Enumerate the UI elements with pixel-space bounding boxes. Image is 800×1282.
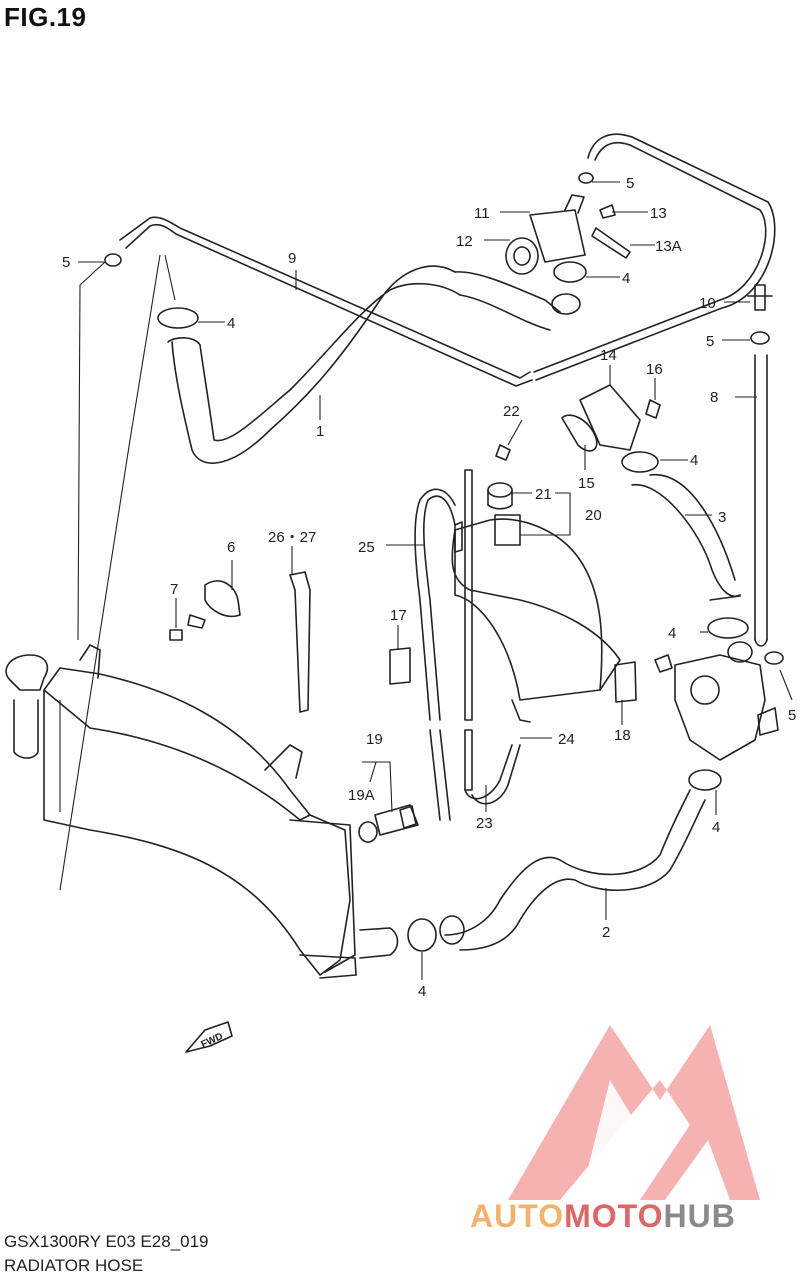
callout-13a: 13A	[655, 238, 682, 255]
callout-5d: 5	[788, 707, 796, 724]
callout-10: 10	[699, 295, 716, 312]
callout-5b: 5	[626, 175, 634, 192]
callout-18: 18	[614, 727, 631, 744]
fwd-label: FWD	[199, 1031, 224, 1051]
callouts: 1 2 3 4 4 4 4 4 4 5 5 5 5 6 7 8 9 10 11 …	[62, 175, 796, 1000]
brand-moto: MOTO	[564, 1198, 664, 1234]
callout-4a: 4	[227, 315, 235, 332]
callout-4d: 4	[668, 625, 676, 642]
callout-17: 17	[390, 607, 407, 624]
callout-26-27: 26・27	[268, 529, 316, 546]
hose-25	[414, 469, 473, 821]
small-parts	[169, 571, 637, 843]
hose-9	[119, 133, 776, 387]
callout-14: 14	[600, 347, 617, 364]
figure-title: FIG.19	[4, 2, 87, 32]
callout-16: 16	[646, 361, 663, 378]
callout-1: 1	[316, 423, 324, 440]
callout-9: 9	[288, 250, 296, 267]
callout-11: 11	[474, 205, 490, 222]
callout-8: 8	[710, 389, 718, 406]
callout-6: 6	[227, 539, 235, 556]
callout-5c: 5	[706, 333, 714, 350]
figure-name: RADIATOR HOSE	[4, 1256, 144, 1275]
callout-24: 24	[558, 731, 575, 748]
brand-hub: HUB	[663, 1198, 736, 1234]
hose-1	[167, 265, 581, 464]
callout-4e: 4	[712, 819, 720, 836]
callout-4f: 4	[418, 983, 426, 1000]
hose-8-assembly	[747, 284, 773, 647]
guide-lines	[59, 254, 176, 891]
callout-13: 13	[650, 205, 667, 222]
hose-23	[464, 744, 521, 805]
outlet-assembly	[561, 384, 741, 601]
callout-4c: 4	[690, 452, 698, 469]
radiator	[5, 644, 399, 979]
callout-19a: 19A	[348, 787, 375, 804]
callout-12: 12	[456, 233, 473, 250]
reservoir-tank	[451, 444, 621, 723]
water-pump	[654, 617, 784, 791]
watermark-brand: AUTOMOTOHUB	[470, 1198, 736, 1235]
fwd-arrow: FWD	[185, 1021, 233, 1053]
callout-23: 23	[476, 815, 493, 832]
callout-22: 22	[503, 403, 520, 420]
callout-15: 15	[578, 475, 595, 492]
hose-2	[407, 789, 706, 952]
callout-2: 2	[602, 924, 610, 941]
callout-19: 19	[366, 731, 383, 748]
thermostat-assembly	[505, 172, 631, 283]
callout-21: 21	[535, 486, 552, 503]
callout-5a: 5	[62, 254, 70, 271]
callout-3: 3	[718, 509, 726, 526]
callout-7: 7	[170, 581, 178, 598]
leader-lines	[78, 181, 793, 980]
brand-auto: AUTO	[470, 1198, 565, 1234]
clamp-4a	[157, 307, 199, 329]
watermark-logo	[508, 1025, 760, 1200]
clamp-5a	[104, 253, 122, 267]
model-code: GSX1300RY E03 E28_019	[4, 1232, 209, 1251]
callout-25: 25	[358, 539, 375, 556]
callout-4b: 4	[622, 270, 630, 287]
callout-20: 20	[585, 507, 602, 524]
